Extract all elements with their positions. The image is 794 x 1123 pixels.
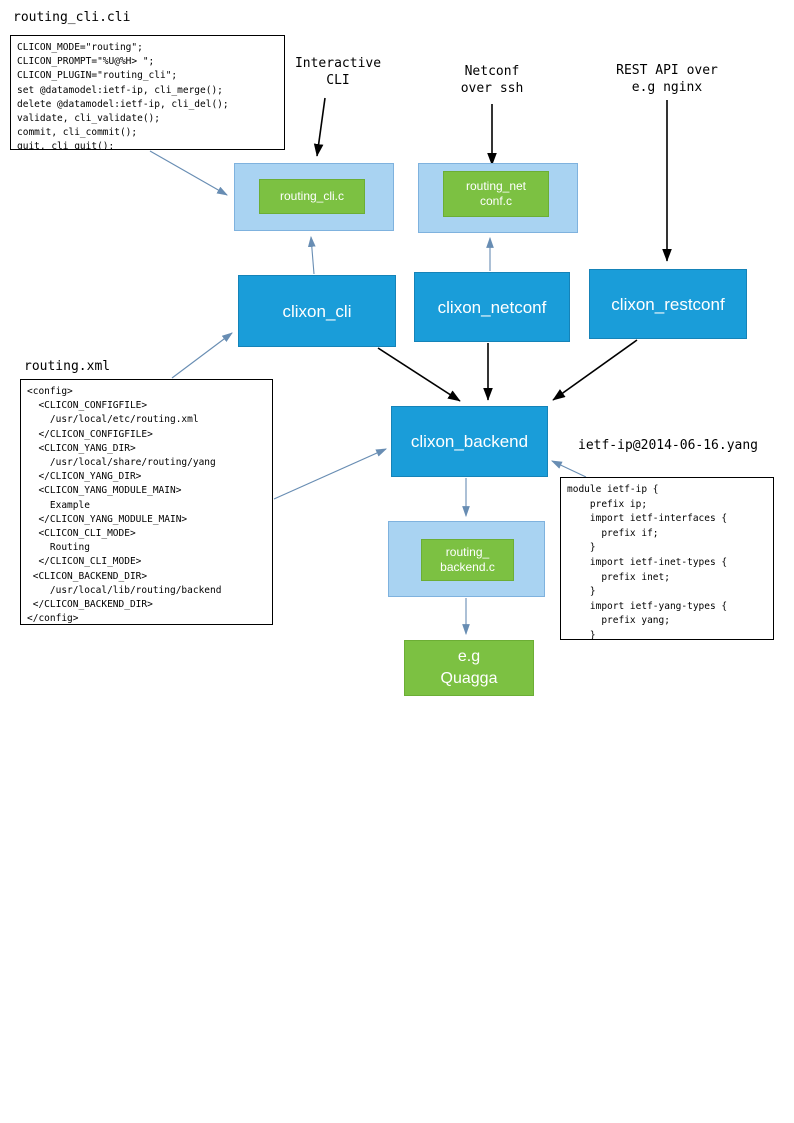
routing-cli-code-box: CLICON_MODE="routing"; CLICON_PROMPT="%U… bbox=[10, 35, 285, 150]
clixon-restconf-node: clixon_restconf bbox=[589, 269, 747, 339]
routing-backend-c-node: routing_ backend.c bbox=[421, 539, 514, 581]
arrow-xml-to-clixon-cli bbox=[171, 332, 233, 379]
yang-code-box: module ietf-ip { prefix ip; import ietf-… bbox=[560, 477, 774, 640]
routing-xml-file-title: routing.xml bbox=[24, 359, 111, 374]
clixon-netconf-node: clixon_netconf bbox=[414, 272, 570, 342]
rest-api-label: REST API over e.g nginx bbox=[616, 63, 718, 95]
interactive-cli-label: Interactive CLI bbox=[294, 56, 382, 88]
arrow-clixon-cli-to-plugin bbox=[307, 235, 316, 275]
arrow-xml-to-backend bbox=[273, 448, 388, 500]
arrow-cli-file-to-cli-plugin bbox=[149, 150, 228, 196]
arrow-interactive-cli-to-routing-cli-c bbox=[313, 97, 326, 157]
netconf-over-ssh-label: Netconf over ssh bbox=[460, 64, 524, 96]
arrow-clixon-restconf-to-backend bbox=[552, 339, 638, 401]
routing-netconf-c-node: routing_net conf.c bbox=[443, 171, 549, 217]
quagga-node: e.g Quagga bbox=[404, 640, 534, 696]
arrow-yang-to-backend bbox=[551, 460, 587, 478]
clixon-backend-node: clixon_backend bbox=[391, 406, 548, 477]
routing-cli-c-node: routing_cli.c bbox=[259, 179, 365, 214]
clixon-cli-node: clixon_cli bbox=[238, 275, 396, 347]
routing-xml-code-box: <config> <CLICON_CONFIGFILE> /usr/local/… bbox=[20, 379, 273, 625]
routing-cli-file-title: routing_cli.cli bbox=[13, 10, 131, 25]
arrow-clixon-cli-to-backend bbox=[377, 347, 461, 402]
yang-file-title: ietf-ip@2014-06-16.yang bbox=[578, 438, 759, 453]
